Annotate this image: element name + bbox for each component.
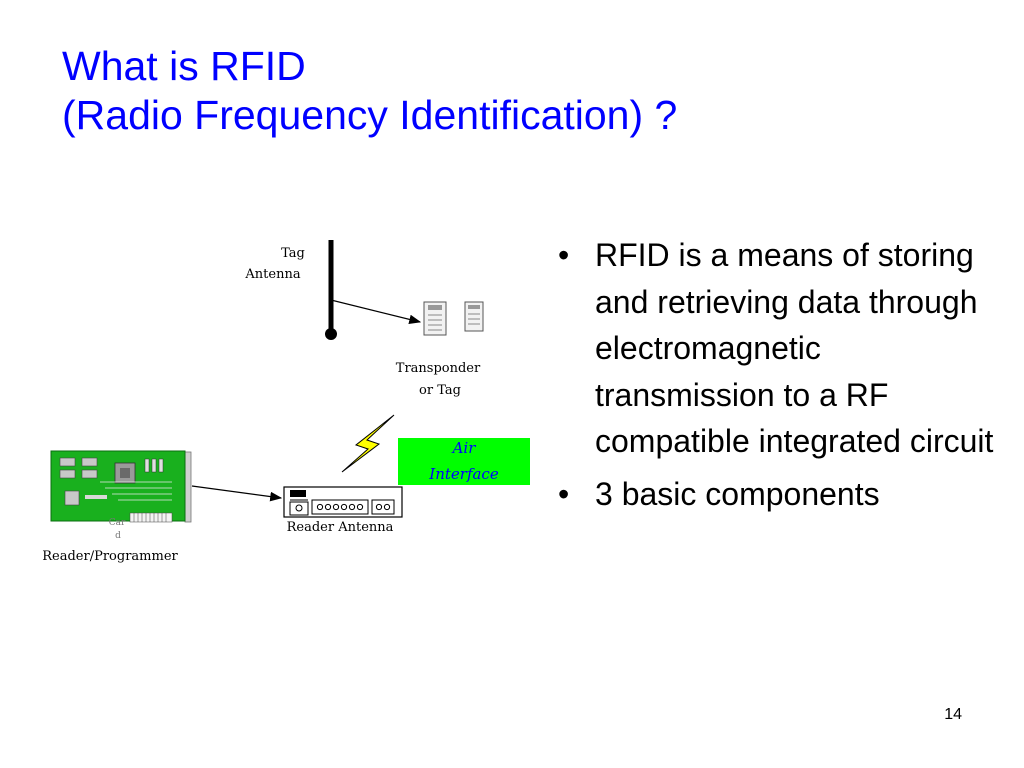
transponder-label-1: Transponder (396, 361, 481, 376)
bullet-dot: • (558, 237, 570, 273)
rfid-diagram: Tag Antenna Transponder or Tag Air Inter… (0, 220, 545, 590)
title-line-2: (Radio Frequency Identification) ? (62, 92, 678, 138)
reader-antenna-device (283, 486, 403, 518)
air-interface-label-2: Interface (428, 465, 499, 483)
card-label-2: d (115, 531, 121, 541)
title-line-1: What is RFID (62, 43, 306, 89)
antenna-to-tag-arrow (330, 299, 422, 325)
air-interface-box (398, 438, 530, 485)
reader-antenna-label: Reader Antenna (287, 520, 394, 535)
bullet-list: • RFID is a means of storing and retriev… (558, 232, 1008, 523)
card-to-reader-arrow (191, 485, 283, 502)
slide-title: What is RFID (Radio Frequency Identifica… (62, 42, 677, 140)
card-label-1: Car (109, 518, 126, 528)
bullet-text: 3 basic components (595, 475, 880, 512)
bullet-dot: • (558, 475, 570, 512)
bullet-item: • 3 basic components (558, 471, 1008, 518)
tag-antenna-label-2: Antenna (244, 267, 300, 282)
reader-card-icon (50, 450, 192, 523)
reader-programmer-label: Reader/Programmer (42, 549, 178, 564)
lightning-bolt-icon (341, 414, 395, 473)
tag-antenna (325, 240, 337, 340)
bullet-item: • RFID is a means of storing and retriev… (558, 232, 1008, 465)
bullet-text: RFID is a means of storing and retrievin… (595, 237, 994, 459)
air-interface-label-1: Air (451, 439, 477, 457)
tag-antenna-label-1: Tag (281, 246, 305, 261)
transponder-label-2: or Tag (419, 383, 461, 398)
transponder-icon (423, 301, 484, 336)
page-number: 14 (944, 706, 962, 723)
